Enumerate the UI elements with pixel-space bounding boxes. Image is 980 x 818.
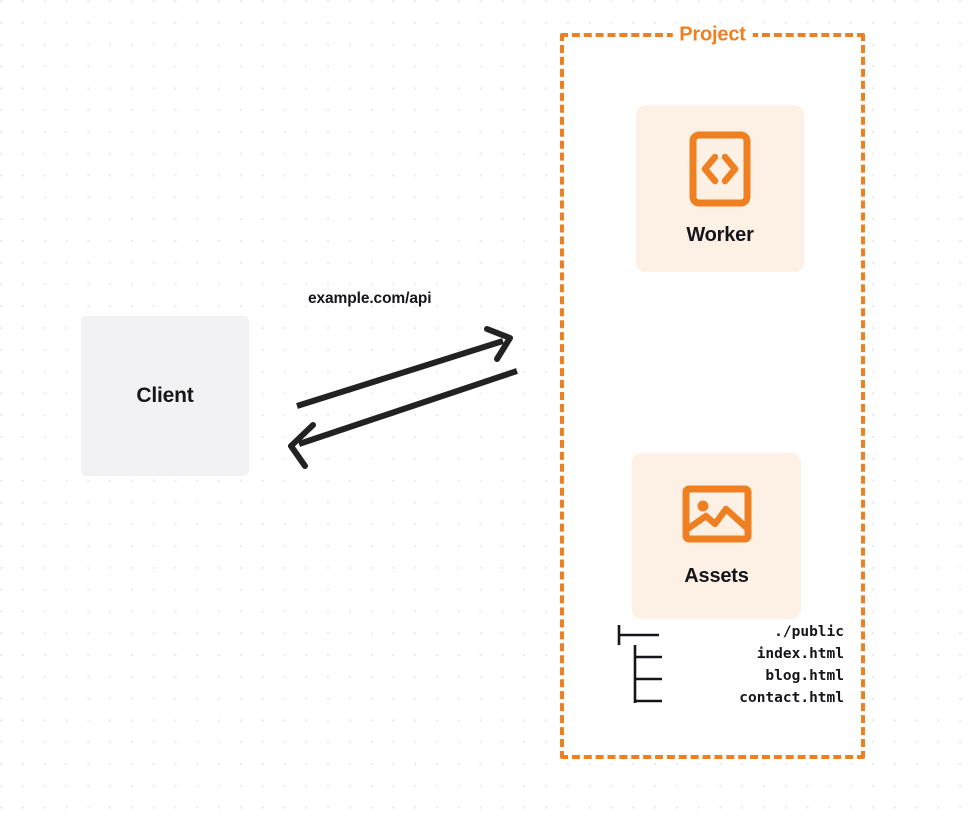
request-url-label: example.com/api: [308, 290, 432, 307]
response-arrow-icon: [288, 368, 518, 469]
worker-card[interactable]: Worker: [636, 105, 804, 272]
tree-item-root: ./public: [774, 624, 844, 640]
client-label: Client: [136, 384, 194, 407]
assets-card[interactable]: Assets: [632, 453, 801, 619]
assets-label: Assets: [684, 565, 749, 587]
client-node[interactable]: Client: [81, 316, 249, 476]
project-title: Project: [672, 23, 753, 47]
tree-connector-lines: [617, 625, 662, 703]
assets-file-tree: ./public index.html blog.html contact.ht…: [604, 621, 849, 711]
project-container: Project Worker Assets: [560, 23, 865, 759]
tree-item-blog: blog.html: [765, 668, 844, 684]
image-icon: [682, 484, 752, 549]
tree-item-contact: contact.html: [739, 690, 844, 706]
request-arrow-icon: [296, 326, 513, 409]
worker-label: Worker: [686, 223, 754, 246]
tree-item-index: index.html: [756, 646, 844, 662]
tree-name-list: ./public index.html blog.html contact.ht…: [604, 621, 844, 709]
code-brackets-icon: [689, 131, 751, 212]
